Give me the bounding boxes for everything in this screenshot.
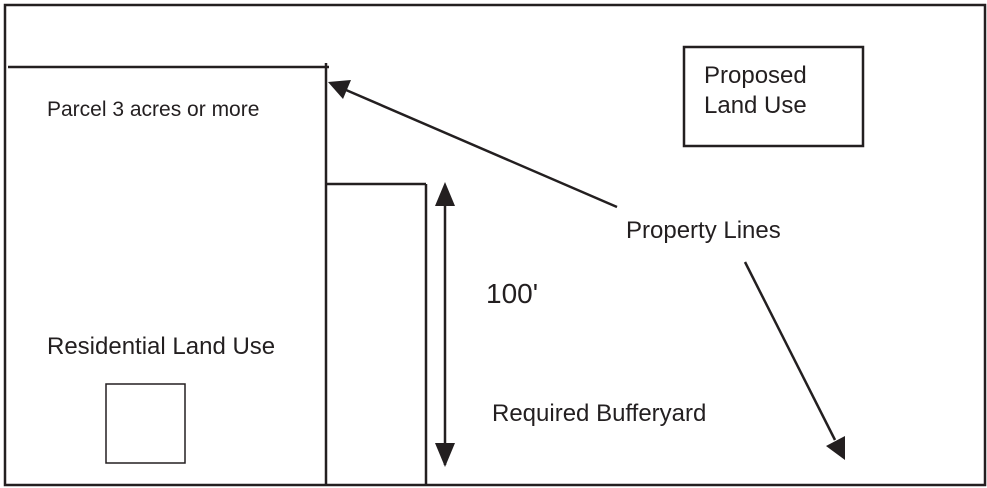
outer-border — [3, 3, 987, 487]
distance-label: 100' — [486, 278, 538, 309]
residential-land-use-label: Residential Land Use — [47, 333, 275, 360]
proposed-land-use-box — [682, 45, 865, 148]
property-line-arrow-lower — [743, 261, 837, 441]
property-line-arrow-upper — [345, 88, 618, 209]
residential-building — [105, 383, 186, 464]
distance-arrowhead-down — [435, 443, 455, 467]
bufferyard-label: Required Bufferyard — [492, 400, 706, 427]
parcel-label: Parcel 3 acres or more — [47, 98, 259, 121]
property-line-arrowhead-lower — [826, 436, 845, 460]
proposed-land-use-label-line2: Land Use — [704, 92, 807, 119]
proposed-land-use-label-line1: Proposed — [704, 62, 807, 89]
distance-arrowhead-up — [435, 182, 455, 206]
property-lines-label: Property Lines — [626, 217, 781, 244]
property-line-arrowhead-upper — [328, 80, 351, 99]
